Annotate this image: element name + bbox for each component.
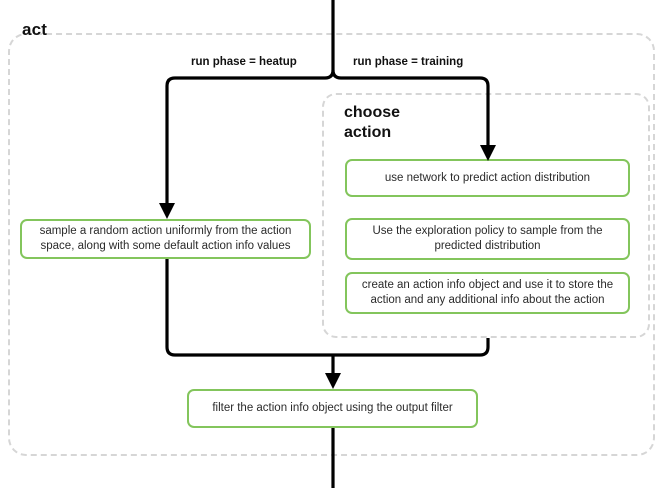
node-filter-action-info[interactable]: filter the action info object using the …	[187, 389, 478, 428]
node-exploration-policy[interactable]: Use the exploration policy to sample fro…	[345, 218, 630, 260]
node-create-action-info[interactable]: create an action info object and use it …	[345, 272, 630, 314]
group-choose-action-label-line2: action	[344, 124, 392, 141]
node-use-network-predict[interactable]: use network to predict action distributi…	[345, 159, 630, 197]
node-sample-random-action[interactable]: sample a random action uniformly from th…	[20, 219, 311, 259]
group-act-label: act	[22, 20, 48, 39]
edge-label-heatup: run phase = heatup	[191, 56, 297, 68]
group-choose-action-label-line1: choose	[344, 104, 401, 121]
edge-label-training: run phase = training	[353, 56, 464, 68]
group-choose-action-label: choose action	[344, 103, 454, 143]
